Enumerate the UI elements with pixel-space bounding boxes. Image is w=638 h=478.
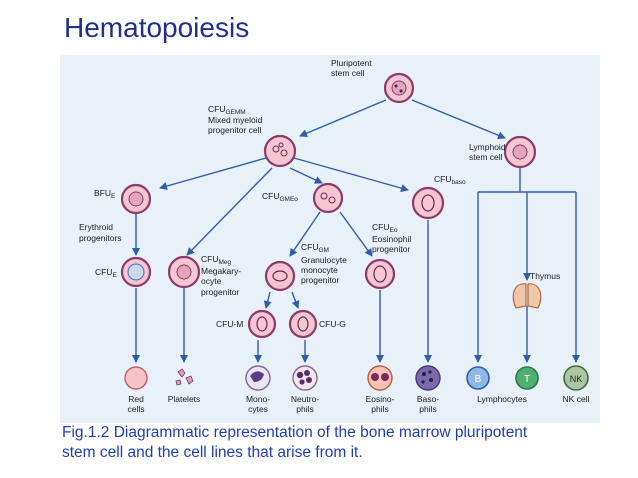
cfueo-cell [364,258,396,290]
monocytes-label-line2: cytes [248,404,268,414]
cfugemm-label-line2: Mixed myeloid [208,115,263,125]
arrow-cfugemm-to-bfue [159,157,267,190]
caption-line-1: Fig.1.2 Diagrammatic representation of t… [62,424,528,441]
arrow-cfugemm-to-cfugmeo [289,167,323,184]
cfue-label: CFUE [95,267,117,279]
erythroid-label-line2: progenitors [79,233,122,243]
neutrophils-label-line2: phils [296,404,313,414]
cfugemm-label-line3: progenitor cell [208,125,262,135]
cfumeg-label: CFUMeg [201,254,232,266]
red-cell-icon [124,366,148,390]
nk-cell-label: NK cell [563,394,590,404]
cfubaso-cell [411,186,445,220]
cfue-cell [120,256,152,288]
neutrophils-label-line1: Neutro- [291,394,320,404]
cfugm-label: CFUGM [301,242,329,254]
cfugmeo-label: CFUGMEo [262,191,298,203]
b-cell-label: B [475,374,482,385]
cfugemm-label: CFUGEMM [208,104,246,116]
basophils-label-line1: Baso- [417,394,439,404]
pluripotent-label-line1: Pluripotent [331,58,372,68]
erythroid-label-line1: Erythroid [79,222,113,232]
lymphoid-label-line1: Lymphoid [469,142,506,152]
cfugm-label-line4: progenitor [301,275,339,285]
lymphocytes-label: Lymphocytes [477,394,527,404]
red-cells-label-line2: cells [127,404,144,414]
lymphoid-stem-cell [503,135,537,169]
cfueo-label: CFUEo [372,222,398,234]
eosinophil-icon [367,365,393,391]
pluripotent-label-line2: stem cell [331,68,365,78]
slide-title: Hematopoiesis [64,12,250,43]
monocyte-icon [245,365,271,391]
platelets-icon [175,368,194,386]
arrow-pluripotent-to-cfugemm [299,99,387,137]
thymus-label: Thymus [530,271,560,281]
figure-caption: Fig.1.2 Diagrammatic representation of t… [62,423,622,463]
diagram-panel [60,55,600,423]
cfugmeo-cell [312,182,344,214]
cfumeg-label-line4: progenitor [201,287,239,297]
pluripotent-stem-cell [383,72,415,104]
bfue-cell [120,183,152,215]
bfue-label: BFUE [94,188,116,200]
cfum-label: CFU-M [216,319,243,329]
nk-cell-circle-label: NK [570,374,583,384]
nk-cell-icon: NK [563,365,589,391]
arrow-cfugm-to-cfum [263,291,272,309]
monocytes-label-line1: Mono- [246,394,270,404]
basophil-icon [415,365,441,391]
arrow-pluripotent-to-lymphoid [411,99,506,140]
lymphoid-label-line2: stem cell [469,152,503,162]
cfumeg-cell [167,255,201,289]
cfug-cell [288,309,318,339]
arrow-cfugemm-to-cfumeg [186,167,273,256]
platelets-label: Platelets [168,394,201,404]
arrow-cfugemm-to-cfubaso [293,157,409,192]
arrow-cfugmeo-to-cfugm [289,211,321,257]
basophils-label-line2: phils [419,404,436,414]
t-cell-label: T [524,374,530,385]
red-cells-label-line1: Red [128,394,144,404]
eosinophils-label-line1: Eosino- [366,394,395,404]
cfum-cell [247,309,277,339]
caption-line-2: stem cell and the cell lines that arise … [62,444,363,461]
arrow-cfugmeo-to-cfueo [339,211,373,257]
thymus-icon [512,283,542,309]
cfugm-label-line2: Granulocyte [301,255,347,265]
cfug-label: CFU-G [319,319,346,329]
cfueo-label-line3: progenitor [372,244,410,254]
cfugm-cell [264,260,296,292]
b-cell-icon: B [466,366,490,390]
cfumeg-label-line3: ocyte [201,276,222,286]
cfugm-label-line3: monocyte [301,265,338,275]
cfumeg-label-line2: Megakary- [201,266,241,276]
eosinophils-label-line2: phils [371,404,388,414]
cfueo-label-line2: Eosinophil [372,234,411,244]
cfugemm-cell [263,134,297,168]
neutrophil-icon [292,365,318,391]
t-cell-icon: T [515,366,539,390]
arrow-cfugm-to-cfug [291,291,300,309]
cfubaso-label: CFUbaso [434,174,466,186]
